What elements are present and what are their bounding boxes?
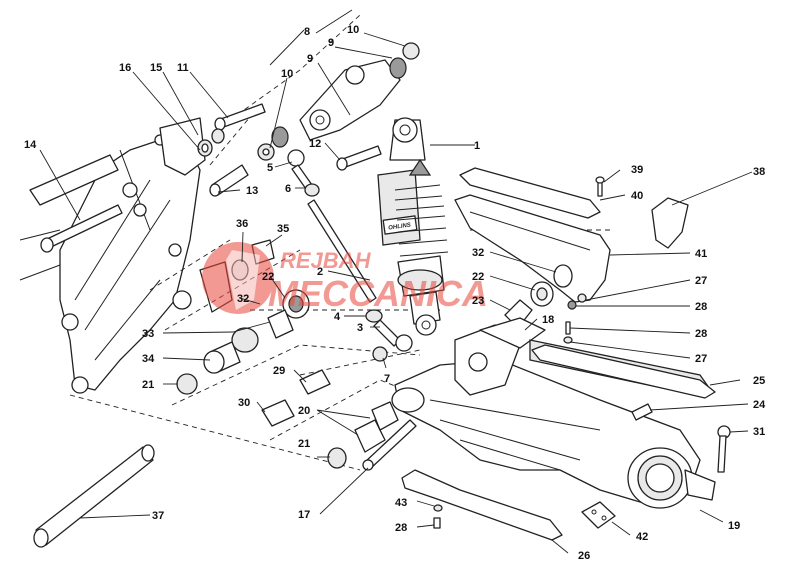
rocker-linkage-8 [299, 59, 401, 141]
callout-34: 34 [142, 353, 155, 365]
callout-21b: 21 [298, 438, 310, 450]
callout-15: 15 [150, 62, 162, 74]
callout-28a: 28 [695, 301, 707, 313]
rod-end-5 [287, 149, 313, 190]
callout-29: 29 [273, 365, 285, 377]
screw-39 [595, 176, 605, 197]
callout-9a: 9 [328, 37, 334, 49]
tie-rod-2 [307, 199, 377, 303]
callout-25: 25 [753, 375, 765, 387]
callout-16: 16 [119, 62, 131, 74]
washer-6 [304, 183, 320, 197]
leader-lines [39, 9, 753, 554]
watermark-logo: REJBAH MECCANICA [202, 242, 488, 314]
rod-end-3 [373, 319, 413, 352]
screws-27-28 [563, 293, 587, 344]
bolt-11 [214, 103, 266, 131]
chain-slider-26 [401, 469, 563, 541]
spacer-15 [197, 139, 213, 157]
callout-17: 17 [298, 509, 310, 521]
shock-brand-label: OHLINS [388, 223, 411, 232]
needle-bearings-20 [354, 401, 399, 453]
frame-assembly [19, 117, 233, 394]
callout-5: 5 [267, 162, 273, 174]
callout-35: 35 [277, 223, 289, 235]
callout-23: 23 [472, 295, 484, 307]
chain-guard-40 [459, 167, 601, 219]
callout-32b: 32 [472, 247, 484, 259]
callout-41: 41 [695, 248, 707, 260]
callout-labels: 1 2 3 4 5 6 7 8 9 9 10 10 11 12 13 14 15… [24, 24, 766, 562]
callout-1: 1 [474, 140, 480, 152]
bolt-12 [336, 145, 382, 171]
callout-22a: 22 [262, 271, 274, 283]
screw-24 [631, 403, 653, 421]
callout-31: 31 [753, 426, 765, 438]
callout-36: 36 [236, 218, 248, 230]
callout-40: 40 [631, 190, 643, 202]
spacer-7 [372, 346, 388, 362]
callout-18: 18 [542, 314, 554, 326]
callout-20: 20 [298, 405, 310, 417]
callout-7: 7 [384, 373, 390, 385]
callout-2: 2 [317, 266, 323, 278]
callout-13: 13 [246, 185, 258, 197]
callout-4: 4 [334, 311, 341, 323]
callout-19: 19 [728, 520, 740, 532]
callout-10a: 10 [347, 24, 359, 36]
callout-6: 6 [285, 183, 291, 195]
screw-43-28 [433, 504, 443, 529]
callout-9b: 9 [307, 53, 313, 65]
long-bolt-14 [40, 204, 123, 253]
callout-24: 24 [753, 399, 766, 411]
bolt-31 [717, 425, 731, 473]
shock-absorber-1: OHLINS [377, 117, 449, 336]
cap-29 [299, 369, 331, 395]
bushing-9 [271, 57, 407, 148]
callout-43: 43 [395, 497, 407, 509]
callout-27a: 27 [695, 275, 707, 287]
callout-38: 38 [753, 166, 765, 178]
sleeve-13 [209, 164, 249, 197]
callout-26: 26 [578, 550, 590, 562]
callout-32a: 32 [237, 293, 249, 305]
callout-21a: 21 [142, 379, 154, 391]
pin-17 [362, 419, 417, 471]
callout-28c: 28 [395, 522, 407, 534]
callout-22b: 22 [472, 271, 484, 283]
callout-27b: 27 [695, 353, 707, 365]
watermark-line1: REJBAH [280, 248, 372, 273]
callout-14: 14 [24, 139, 37, 151]
rear-axle-37 [33, 444, 155, 548]
watermark-line2: MECCANICA [268, 273, 488, 314]
washer-16 [211, 128, 225, 144]
callout-30: 30 [238, 397, 250, 409]
callout-42: 42 [636, 531, 648, 543]
callout-12: 12 [309, 138, 321, 150]
callout-3: 3 [357, 322, 363, 334]
plate-42 [581, 501, 616, 529]
cap-30 [261, 399, 295, 427]
callout-8: 8 [304, 26, 310, 38]
bracket-38 [651, 197, 689, 249]
callout-10b: 10 [281, 68, 293, 80]
callout-28b: 28 [695, 328, 707, 340]
callout-39: 39 [631, 164, 643, 176]
callout-11: 11 [177, 62, 189, 74]
callout-33: 33 [142, 328, 154, 340]
bracket-25 [531, 344, 716, 399]
callout-37: 37 [152, 510, 164, 522]
